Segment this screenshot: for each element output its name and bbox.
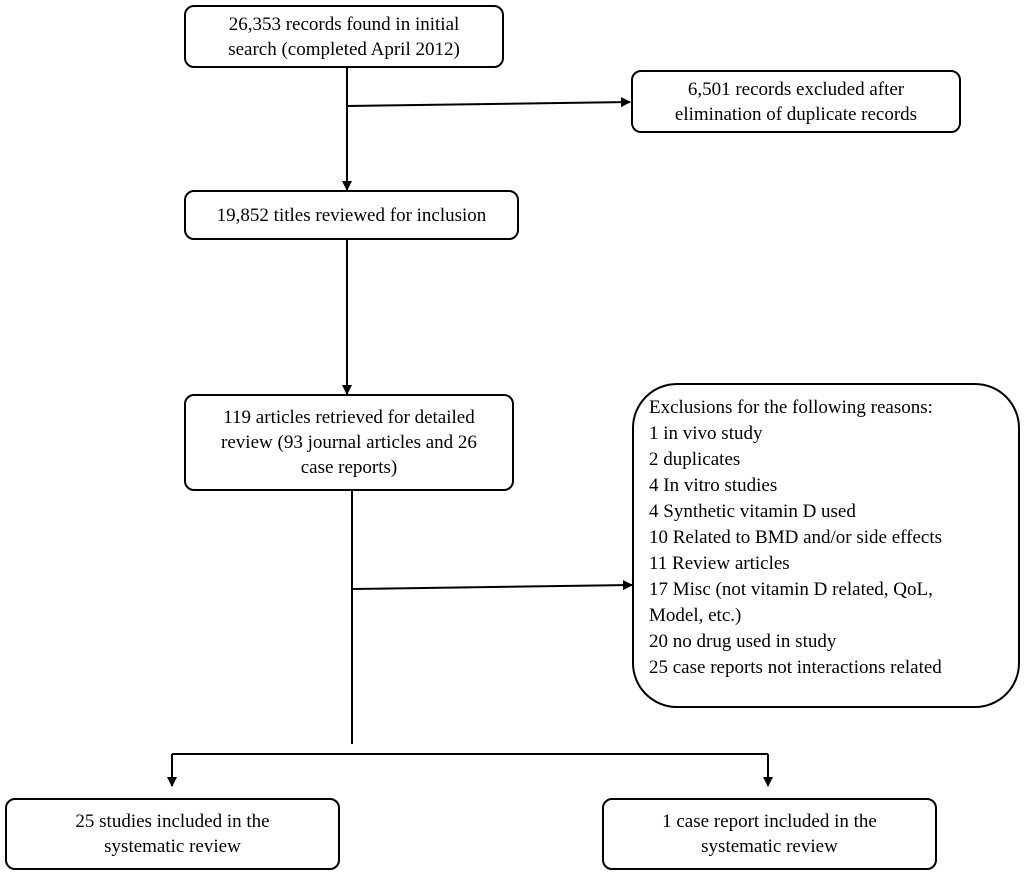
case-report-included-text: 1 case report included in the systematic… [662, 811, 877, 857]
initial-search-box: 26,353 records found in initial search (… [184, 5, 504, 68]
articles-retrieved-text: 119 articles retrieved for detailed revi… [221, 407, 477, 478]
exclusions-box: Exclusions for the following reasons: 1 … [632, 383, 1020, 708]
exclusion-reason: 4 In vitro studies [649, 475, 778, 496]
studies-included-box: 25 studies included in the systematic re… [5, 798, 340, 870]
duplicates-excluded-text: 6,501 records excluded after elimination… [674, 78, 918, 125]
exclusion-reason: 25 case reports not interactions related [649, 657, 942, 678]
case-report-included-box: 1 case report included in the systematic… [602, 798, 937, 870]
arrow-to-duplicates-excluded [346, 97, 631, 108]
duplicates-excluded-box: 6,501 records excluded after elimination… [631, 70, 961, 133]
exclusion-reason: 17 Misc (not vitamin D related, QoL, Mod… [649, 579, 933, 626]
initial-search-text: 26,353 records found in initial search (… [228, 13, 460, 60]
exclusion-reason: 1 in vivo study [649, 423, 763, 444]
titles-reviewed-box: 19,852 titles reviewed for inclusion [184, 190, 519, 240]
exclusion-reason: 2 duplicates [649, 449, 741, 470]
exclusion-reason: 20 no drug used in study [649, 631, 837, 652]
arrow-to-exclusions [351, 580, 633, 591]
exclusions-heading: Exclusions for the following reasons: [649, 397, 933, 418]
exclusion-reason: 4 Synthetic vitamin D used [649, 501, 856, 522]
titles-reviewed-text: 19,852 titles reviewed for inclusion [216, 204, 487, 226]
exclusion-reason: 10 Related to BMD and/or side effects [649, 527, 943, 548]
articles-retrieved-box: 119 articles retrieved for detailed revi… [184, 394, 514, 491]
studies-included-text: 25 studies included in the systematic re… [75, 811, 270, 857]
exclusion-reason: 11 Review articles [649, 553, 790, 574]
